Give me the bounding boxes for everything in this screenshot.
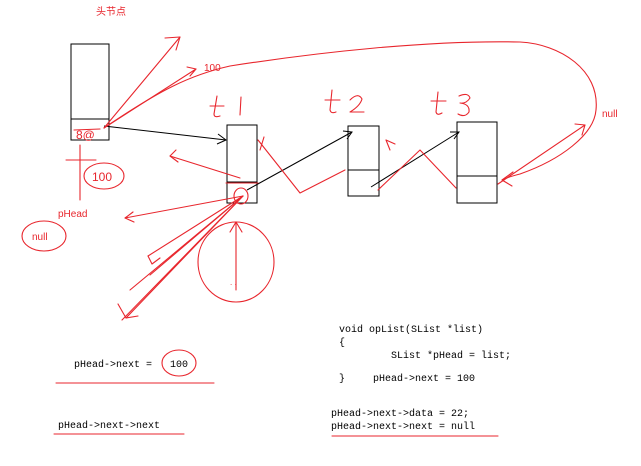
head-to-t1-arrow: [103, 125, 227, 141]
head-node-box: [70, 43, 110, 141]
text-labels: 头节点 100 null 8@ 100 pHead null . . void …: [32, 6, 618, 433]
null-label-right: null: [602, 109, 618, 120]
phead-label: pHead: [58, 209, 87, 220]
note-phead-next-prefix: pHead->next =: [74, 359, 152, 371]
code-line-3: SList *pHead = list;: [391, 350, 511, 362]
head-node-label: 头节点: [96, 6, 126, 18]
node-t3-box: [456, 121, 498, 204]
null-label-left: null: [32, 232, 48, 243]
t2-to-t3-arrow: [370, 131, 460, 188]
t2-glyph: [324, 89, 341, 114]
code-line-4-stmt: pHead->next = 100: [373, 373, 475, 385]
circle-100: [83, 162, 125, 190]
node-t1-box: [226, 124, 258, 204]
pointer-address-label: 8@: [76, 128, 95, 142]
black-pointer-arrows: [103, 125, 460, 191]
note-phead-next-value: 100: [170, 360, 188, 371]
code-line-1: void opList(SList *list): [339, 324, 483, 336]
node-t3: [456, 121, 498, 204]
t3-glyph: [430, 91, 447, 115]
code-line-2: {: [339, 337, 345, 349]
note-phead-next-next: pHead->next->next: [58, 420, 160, 432]
curve-head-to-null: [103, 41, 597, 181]
node-t1: [226, 124, 258, 204]
circle-null: [21, 220, 67, 252]
t1-to-t2-arrow: [246, 131, 353, 191]
node-t2: [347, 125, 380, 197]
t1-glyph: [209, 95, 225, 118]
value-100-label: 100: [204, 63, 221, 74]
head-node: [70, 43, 110, 141]
code-line-6: pHead->next->next = null: [331, 421, 475, 433]
node-t2-box: [347, 125, 380, 197]
red-annotations: [21, 36, 597, 437]
boxed-100-label: 100: [92, 170, 112, 184]
circle-dots-label: . .: [230, 278, 237, 287]
code-line-4-brace: }: [339, 373, 345, 385]
code-line-5: pHead->next->data = 22;: [331, 408, 469, 420]
